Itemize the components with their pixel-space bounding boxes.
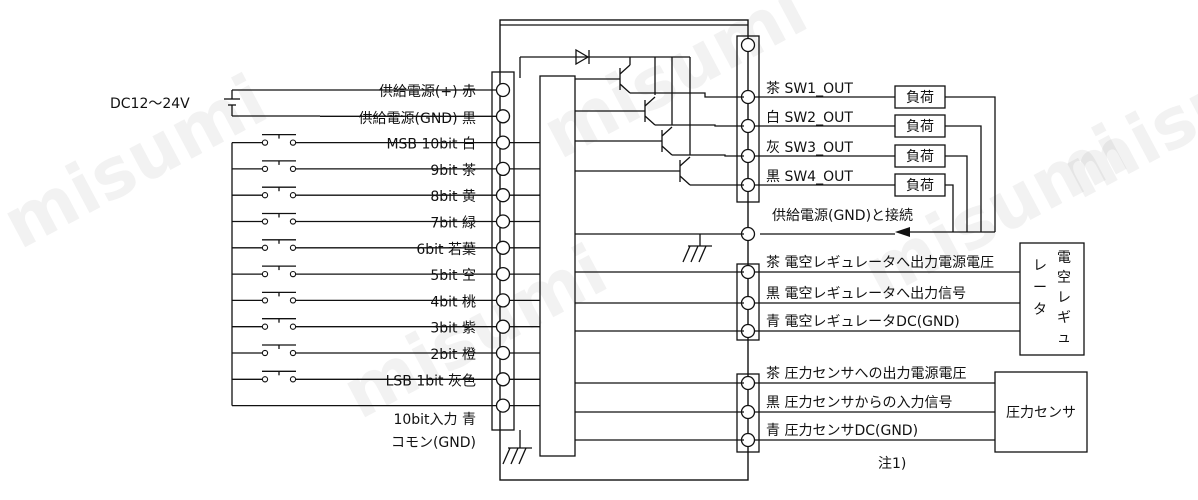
- terminal-input-7: [495, 293, 511, 308]
- switch-input-3: [232, 186, 540, 199]
- watermark: misumi misumi misumi misumi misumi: [0, 0, 1198, 435]
- output-line-2: 負荷 白 SW2_OUT: [755, 110, 982, 232]
- terminal-input-10: [495, 372, 511, 387]
- input-label-6: 5bit 空: [430, 268, 476, 284]
- regulator-line-2: 黒 電空レギュレータへ出力信号: [755, 286, 1020, 304]
- regulator-label-col2: 電空レギュ: [1057, 250, 1071, 346]
- svg-text:misumi: misumi: [1049, 9, 1198, 215]
- switch-input-9: [232, 344, 540, 357]
- terminal-common: [495, 398, 511, 413]
- output-label-3: 灰 SW3_OUT: [766, 140, 853, 156]
- terminal-input-6: [495, 266, 511, 282]
- internal-circuit-block: [539, 75, 576, 457]
- dc-voltage-label: DC12～24V: [110, 96, 190, 112]
- note-label: 注1): [878, 456, 906, 472]
- left-terminal-strip: [491, 71, 515, 431]
- sensor-line-label-2: 黒 圧力センサからの入力信号: [766, 395, 952, 411]
- input-label-7: 4bit 桃: [430, 294, 476, 310]
- supply-gnd-label: 供給電源(GND) 黒: [359, 111, 476, 127]
- input-label-10: LSB 1bit 灰色: [386, 372, 476, 389]
- terminal-supply-plus: [495, 82, 511, 98]
- regulator-line-3: 青 電空レギュレータDC(GND): [755, 314, 1020, 332]
- switch-input-2: [232, 160, 540, 173]
- internal-ground-symbol: [575, 233, 744, 263]
- output-terminal-strip: [736, 35, 760, 203]
- common-ground-symbol: [502, 430, 532, 465]
- gnd-connect-label: 供給電源(GND)と接続: [772, 207, 913, 224]
- sensor-line-3: 青 圧力センサDC(GND): [755, 423, 995, 441]
- output-line-1: 負荷 茶 SW1_OUT: [755, 81, 996, 232]
- output-label-1: 茶 SW1_OUT: [766, 81, 853, 97]
- regulator-terminal-strip: [736, 263, 760, 341]
- common-label-line2: コモン(GND): [391, 435, 476, 451]
- load-label-1: 負荷: [906, 90, 934, 106]
- internal-output-wiring: [575, 271, 744, 441]
- switch-input-10: [232, 370, 540, 383]
- load-label-2: 負荷: [906, 119, 934, 135]
- regulator-line-label-2: 黒 電空レギュレータへ出力信号: [766, 286, 966, 302]
- output-label-4: 黒 SW4_OUT: [766, 169, 853, 185]
- terminal-input-4: [495, 214, 511, 229]
- switch-input-4: [232, 212, 540, 225]
- input-label-3: 8bit 黄: [430, 188, 476, 205]
- terminal-output-top: [740, 37, 756, 53]
- regulator-label-col1: レータ: [1033, 258, 1047, 318]
- terminal-input-1: [495, 135, 511, 150]
- sensor-line-label-3: 青 圧力センサDC(GND): [766, 423, 918, 439]
- output-line-3: 負荷 灰 SW3_OUT: [755, 140, 968, 232]
- input-label-2: 9bit 茶: [430, 163, 476, 179]
- switch-input-7: [232, 291, 540, 304]
- regulator-line-label-3: 青 電空レギュレータDC(GND): [766, 314, 960, 330]
- arrow-left-icon: [895, 227, 910, 237]
- terminal-supply-gnd: [495, 109, 511, 124]
- sensor-line-label-1: 茶 圧力センサへの出力電源電圧: [766, 366, 966, 382]
- output-line-4: 負荷 黒 SW4_OUT: [755, 169, 954, 232]
- gnd-return: [760, 227, 995, 237]
- input-label-8: 3bit 紫: [430, 321, 476, 337]
- input-label-1: MSB 10bit 白: [386, 137, 476, 153]
- dc-supply-symbol: [224, 89, 320, 117]
- sensor-line-2: 黒 圧力センサからの入力信号: [755, 395, 995, 413]
- pressure-sensor-box: 圧力センサ: [994, 371, 1088, 453]
- output-label-2: 白 SW2_OUT: [766, 110, 853, 126]
- input-label-4: 7bit 緑: [430, 216, 476, 232]
- switch-input-5: [232, 239, 540, 251]
- regulator-box: レータ 電空レギュ: [1019, 242, 1085, 356]
- supply-plus-label: 供給電源(+) 赤: [379, 84, 476, 100]
- sensor-line-1: 茶 圧力センサへの出力電源電圧: [755, 366, 995, 384]
- pressure-sensor-label: 圧力センサ: [1006, 405, 1076, 421]
- input-wiring: MSB 10bit 白 9bit 茶 8bit 黄 7bit 緑 6bit 若葉 5bit…: [231, 89, 540, 407]
- output-transistor-array: [519, 48, 744, 186]
- load-label-3: 負荷: [906, 149, 934, 165]
- terminal-input-8: [495, 319, 511, 334]
- diode-icon: [575, 48, 590, 66]
- regulator-line-1: 茶 電空レギュレータへ出力電源電圧: [755, 255, 1020, 273]
- switch-input-6: [232, 265, 540, 278]
- sensor-terminal-strip: [736, 373, 760, 453]
- switch-input-1: [232, 133, 540, 146]
- common-label-line1: 10bit入力 青: [393, 412, 476, 428]
- terminal-input-3: [495, 188, 511, 203]
- terminal-input-2: [495, 161, 511, 177]
- load-label-4: 負荷: [906, 178, 934, 194]
- regulator-line-label-1: 茶 電空レギュレータへ出力電源電圧: [766, 255, 994, 271]
- input-label-5: 6bit 若葉: [416, 242, 476, 258]
- input-label-9: 2bit 橙: [430, 347, 476, 363]
- terminal-input-5: [495, 240, 511, 255]
- input-terminals: [495, 82, 511, 413]
- switch-input-8: [232, 318, 540, 330]
- terminal-input-9: [495, 345, 511, 361]
